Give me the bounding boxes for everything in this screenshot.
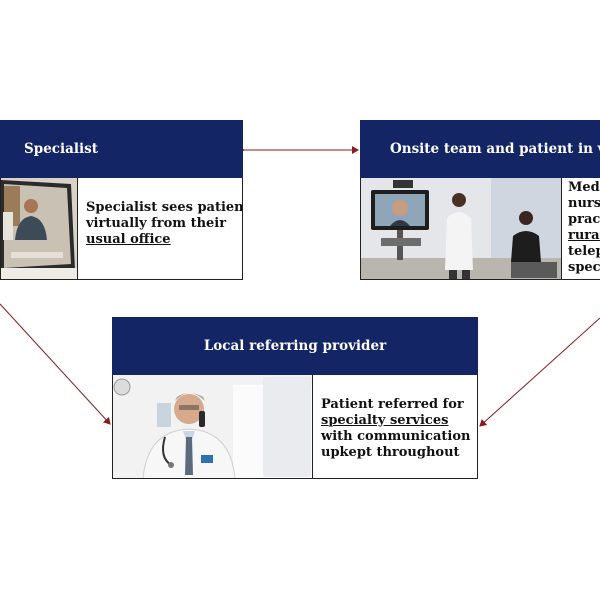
specialist-header: Specialist bbox=[0, 120, 243, 178]
local-provider-header: Local referring provider bbox=[112, 317, 478, 375]
specialist-title: Specialist bbox=[24, 141, 98, 157]
specialist-description: Specialist sees patient virtually from t… bbox=[77, 178, 242, 279]
local-provider-text-line-1: Patient referred for bbox=[321, 397, 464, 412]
onsite-body: Medi nurs pract rural telep speci bbox=[360, 178, 600, 280]
onsite-description: Medi nurs pract rural telep speci bbox=[561, 178, 600, 279]
local-provider-photo bbox=[113, 375, 312, 478]
onsite-header: Onsite team and patient in virt bbox=[360, 120, 600, 178]
specialist-underlined-text: usual office bbox=[86, 232, 171, 247]
local-provider-card: Local referring provider bbox=[112, 317, 478, 479]
onsite-text-line-1: Medi bbox=[568, 180, 600, 195]
onsite-title: Onsite team and patient in virt bbox=[390, 141, 600, 157]
local-provider-text-line-4: upkept throughout bbox=[321, 445, 460, 460]
onsite-text-line-3: pract bbox=[568, 212, 600, 227]
onsite-text-line-6: speci bbox=[568, 260, 600, 275]
onsite-photo bbox=[361, 178, 561, 279]
onsite-card: Onsite team and patient in virt bbox=[360, 120, 600, 280]
onsite-text-line-2: nurs bbox=[568, 196, 600, 211]
local-provider-body: Patient referred for specialty services … bbox=[112, 375, 478, 479]
local-provider-description: Patient referred for specialty services … bbox=[312, 375, 477, 478]
local-provider-title: Local referring provider bbox=[203, 338, 387, 354]
specialist-card: Specialist Specialist sees patient virtu… bbox=[0, 120, 243, 280]
onsite-underlined-text: rural bbox=[568, 228, 600, 243]
local-provider-underlined-text: specialty services bbox=[321, 413, 449, 428]
onsite-text-line-5: telep bbox=[568, 244, 600, 259]
arrow-onsite-local bbox=[479, 317, 600, 427]
specialist-body: Specialist sees patient virtually from t… bbox=[0, 178, 243, 280]
local-provider-text-line-3: with communication bbox=[321, 429, 471, 444]
specialist-photo bbox=[1, 178, 77, 279]
specialist-text-line-2: virtually from their bbox=[86, 216, 227, 231]
arrow-specialist-local bbox=[0, 303, 111, 425]
specialist-text-line-1: Specialist sees patient bbox=[86, 200, 242, 215]
